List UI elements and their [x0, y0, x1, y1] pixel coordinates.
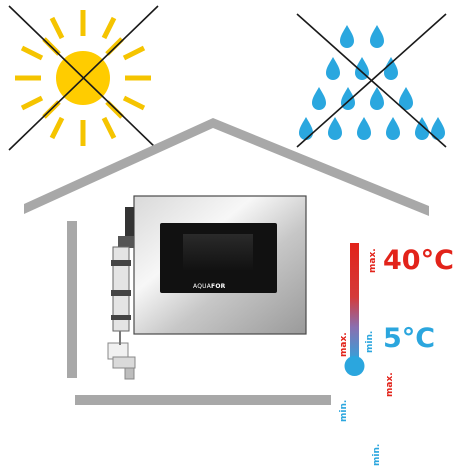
- raindrop-icon: [357, 117, 371, 140]
- device-display: [183, 234, 253, 271]
- raindrop-icon: [415, 117, 429, 140]
- device-brand: AQUAFOR: [193, 283, 225, 290]
- brand-prefix: AQUA: [193, 283, 212, 290]
- raindrop-icon: [399, 87, 413, 110]
- house-floor: [75, 395, 331, 405]
- no-sun-cross-icon: [8, 5, 159, 151]
- raindrop-icon: [326, 57, 340, 80]
- side-max-label-1: max.: [339, 332, 349, 357]
- no-rain-cross-icon: [296, 13, 447, 148]
- device-pipework: [107, 207, 136, 380]
- max-label: max.: [368, 248, 378, 273]
- min-temperature: 5°C: [383, 323, 436, 354]
- house-outline: [24, 118, 429, 405]
- min-label: min.: [365, 330, 375, 353]
- raindrop-icon: [312, 87, 326, 110]
- side-min-label-2: min.: [372, 443, 382, 466]
- side-min-label-1: min.: [339, 399, 349, 422]
- raindrop-icon: [386, 117, 400, 140]
- max-temperature: 40°C: [383, 245, 454, 276]
- house-left-wall: [67, 221, 77, 378]
- raindrop-icon: [299, 117, 313, 140]
- rain-icon: [299, 25, 445, 140]
- thermometer-icon: [344, 243, 365, 376]
- side-max-label-2: max.: [385, 372, 395, 397]
- raindrop-icon: [370, 87, 384, 110]
- device-unit: [107, 195, 307, 380]
- raindrop-icon: [340, 25, 354, 48]
- raindrop-icon: [370, 25, 384, 48]
- raindrop-icon: [384, 57, 398, 80]
- raindrop-icon: [431, 117, 445, 140]
- brand-suffix: FOR: [211, 283, 226, 290]
- raindrop-icon: [328, 117, 342, 140]
